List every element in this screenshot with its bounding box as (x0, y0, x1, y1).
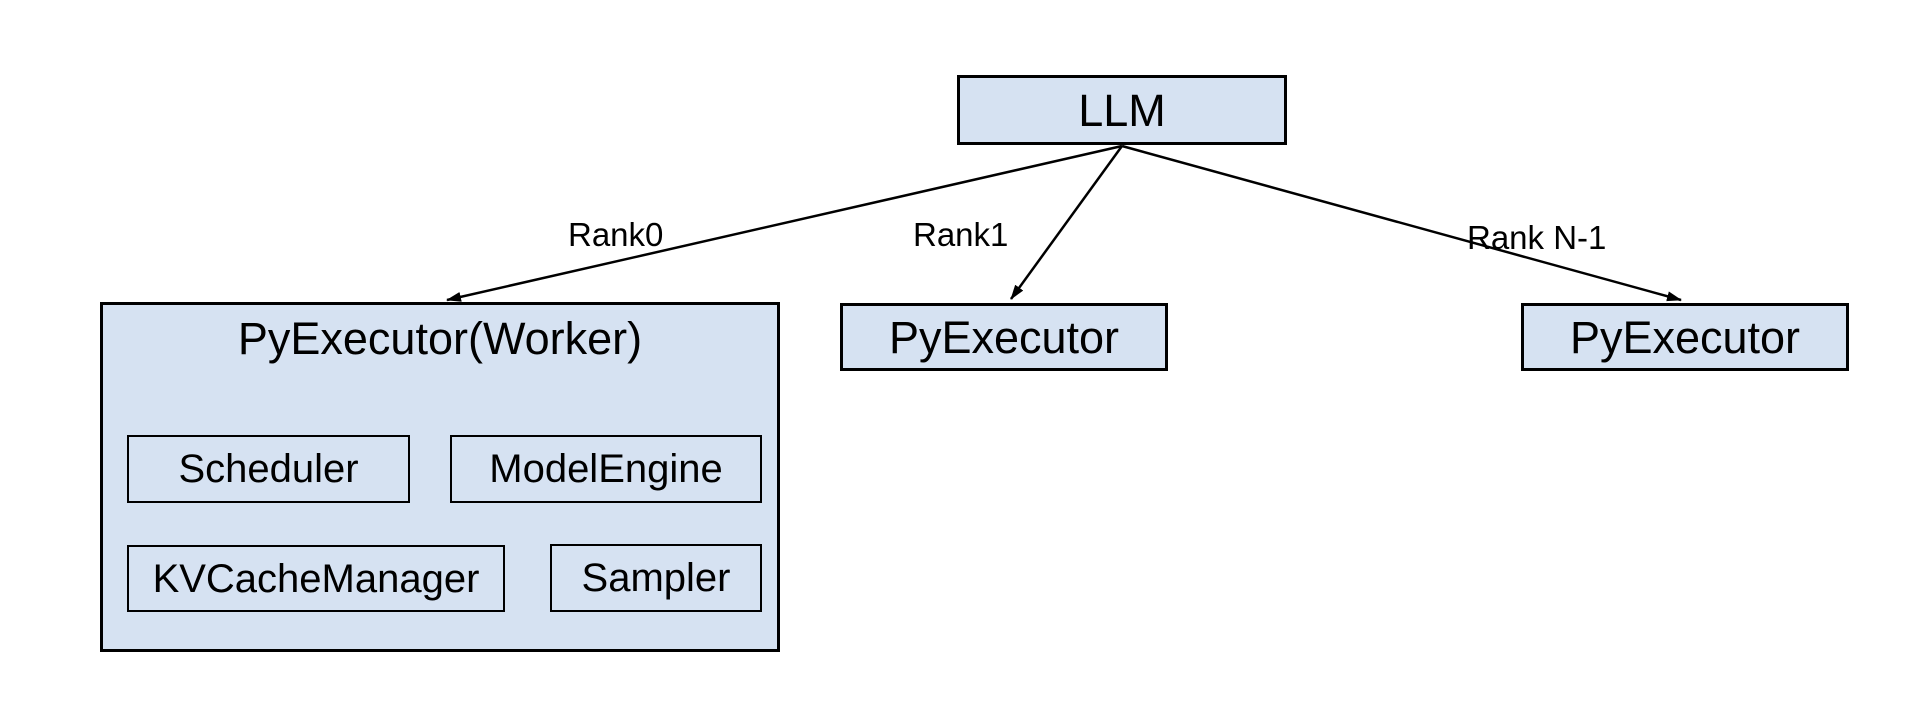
sampler-component-label: Sampler (581, 556, 731, 600)
edge-rank1-arrow (1009, 145, 1124, 300)
scheduler-component: Scheduler (127, 435, 410, 503)
worker-rankN-node-label: PyExecutor (1569, 311, 1801, 363)
llm-node: LLM (957, 75, 1287, 145)
edge-label-rank1: Rank1 (913, 216, 1009, 253)
kvcachemanager-component-label: KVCacheManager (152, 556, 480, 601)
edge-label-rankN: Rank N-1 (1467, 219, 1607, 256)
kvcachemanager-component: KVCacheManager (127, 545, 505, 612)
worker-rankN-node: PyExecutor (1521, 303, 1849, 371)
modelengine-component-label: ModelEngine (489, 447, 723, 491)
modelengine-component: ModelEngine (450, 435, 762, 503)
scheduler-component-label: Scheduler (178, 447, 359, 491)
edge-label-rank0: Rank0 (568, 216, 664, 253)
sampler-component: Sampler (550, 544, 762, 612)
worker-rank1-node-label: PyExecutor (888, 311, 1120, 363)
llm-node-label: LLM (1078, 84, 1166, 136)
edge-rank0-arrow (446, 144, 1123, 302)
worker-rank0-title: PyExecutor(Worker) (237, 313, 643, 364)
worker-rank1-node: PyExecutor (840, 303, 1168, 371)
